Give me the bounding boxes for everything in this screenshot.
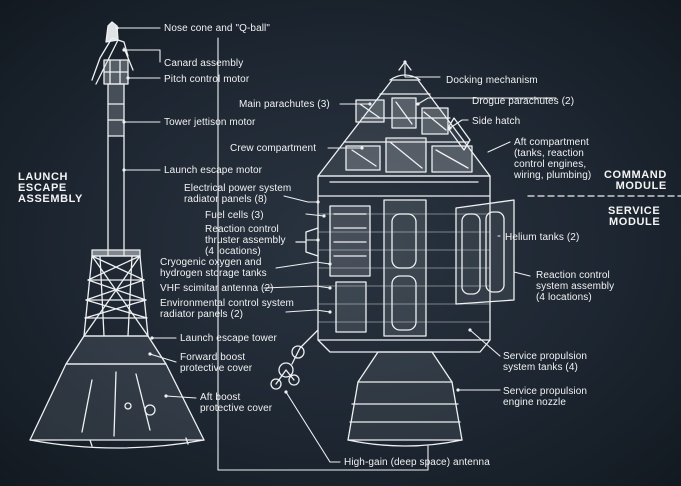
command-module-heading: COMMAND MODULE (604, 170, 667, 192)
launch-escape-tower (83, 249, 149, 337)
command-module (317, 61, 491, 197)
label-line: (4 locations) (205, 246, 261, 257)
label-line: Environmental control system (160, 298, 294, 309)
label-aft-cover: Aft boost protective cover (200, 392, 272, 414)
label-nose-cone: Nose cone and "Q-ball" (164, 23, 271, 34)
label-main-parachutes: Main parachutes (3) (239, 99, 330, 110)
escape-motor-tube (107, 135, 125, 257)
label-line: Reaction control (205, 224, 279, 235)
label-cryogenic: Cryogenic oxygen and hydrogen storage ta… (160, 257, 267, 279)
heading-line: ESCAPE (18, 182, 67, 194)
label-line: engine nozzle (503, 397, 567, 408)
label-launch-escape-tower: Launch escape tower (180, 333, 277, 344)
label-pitch-motor: Pitch control motor (164, 74, 250, 85)
label-line: Aft compartment (514, 137, 589, 148)
leader-dots (115, 26, 472, 398)
label-docking: Docking mechanism (446, 75, 538, 86)
label-line: radiator panels (2) (160, 309, 244, 320)
rcs-quad (305, 227, 319, 257)
label-vhf: VHF scimitar antenna (2) (160, 283, 274, 294)
leader-lines (116, 27, 557, 471)
service-module (270, 195, 515, 447)
label-line: system assembly (536, 281, 615, 292)
canard-fins (91, 37, 134, 85)
label-line: Aft boost (200, 392, 241, 403)
heading-line: LAUNCH (18, 171, 69, 183)
heading-line: COMMAND (604, 169, 667, 181)
label-ecs-radiator: Environmental control system radiator pa… (160, 298, 294, 320)
label-line: (4 locations) (536, 292, 592, 303)
high-gain-antenna (270, 329, 319, 390)
label-helium: Helium tanks (2) (505, 232, 580, 243)
label-line: hydrogen storage tanks (160, 268, 267, 279)
sps-engine-nozzle (347, 351, 463, 441)
label-launch-escape-motor: Launch escape motor (164, 165, 263, 176)
label-line: wiring, plumbing) (514, 170, 592, 181)
label-side-hatch: Side hatch (472, 116, 521, 127)
label-tower-jettison: Tower jettison motor (164, 117, 256, 128)
launch-escape-assembly (29, 21, 205, 449)
label-line: protective cover (200, 403, 273, 414)
label-line: Reaction control (536, 270, 610, 281)
label-rcs-thruster: Reaction control thruster assembly (4 lo… (205, 224, 286, 257)
heading-line: SERVICE (608, 205, 661, 217)
label-line: Forward boost (180, 352, 246, 363)
label-line: Service propulsion (503, 386, 588, 397)
label-line: control engines, (514, 159, 587, 170)
heading-line: MODULE (615, 180, 667, 192)
heading-line: MODULE (609, 216, 661, 228)
heading-line: ASSEMBLY (18, 193, 83, 205)
label-drogue: Drogue parachutes (2) (472, 96, 575, 107)
label-rcs-system: Reaction control system assembly (4 loca… (536, 270, 614, 303)
label-aft-compartment: Aft compartment (tanks, reaction control… (514, 137, 591, 181)
side-hatch (447, 117, 471, 151)
tower-jettison-motor (107, 83, 125, 137)
label-sps-tanks: Service propulsion system tanks (4) (503, 351, 587, 373)
aft-boost-cover (29, 363, 205, 441)
nose-cone (105, 21, 119, 43)
label-line: protective cover (180, 363, 253, 374)
label-crew-compartment: Crew compartment (230, 143, 317, 154)
label-line: Electrical power system (184, 183, 292, 194)
label-fuel-cells: Fuel cells (3) (205, 210, 264, 221)
label-canard: Canard assembly (164, 58, 244, 69)
label-line: radiator panels (8) (184, 194, 268, 205)
label-line: system tanks (4) (503, 362, 578, 373)
sm-cylinder (317, 195, 491, 341)
forward-boost-cover (65, 335, 167, 365)
label-forward-cover: Forward boost protective cover (180, 352, 252, 374)
helium-tank-panel (455, 199, 515, 305)
label-high-gain: High-gain (deep space) antenna (344, 457, 490, 468)
label-line: (tanks, reaction (514, 148, 584, 159)
label-line: thruster assembly (205, 235, 286, 246)
label-line: Service propulsion (503, 351, 588, 362)
launch-escape-heading: LAUNCH ESCAPE ASSEMBLY (18, 172, 83, 205)
label-line: Cryogenic oxygen and (160, 257, 262, 268)
service-module-heading: SERVICE MODULE (608, 206, 660, 228)
label-sps-nozzle: Service propulsion engine nozzle (503, 386, 587, 408)
label-eps-radiator: Electrical power system radiator panels … (184, 183, 291, 205)
